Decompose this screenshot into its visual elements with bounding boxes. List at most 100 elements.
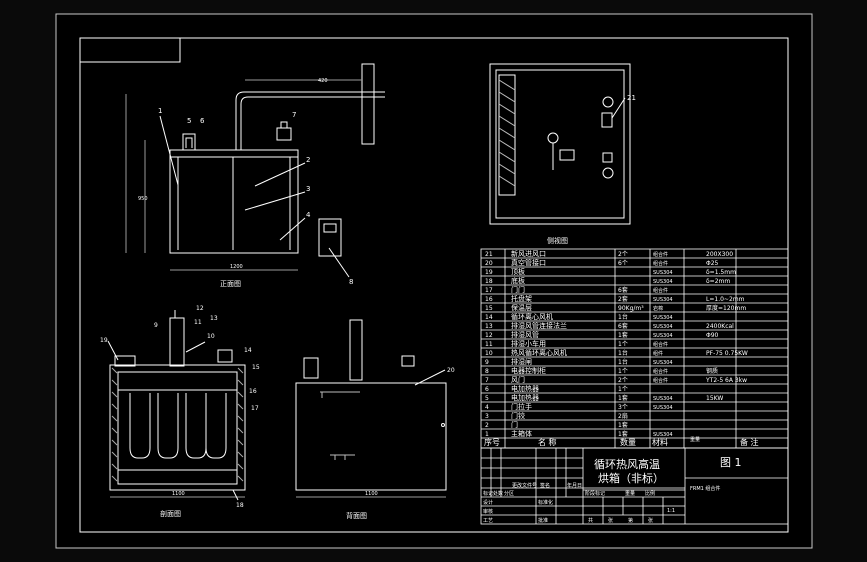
tb-label-1: 处数 <box>493 490 503 497</box>
bom-header-qty: 数量 <box>620 437 636 447</box>
bom-cell-material: 组件 <box>653 350 663 357</box>
bom-cell-name: 门拉手 <box>511 402 532 411</box>
callout-19: 19 <box>100 337 108 344</box>
bom-cell-name: 门铰 <box>511 411 525 420</box>
bom-header-note: 备 注 <box>740 437 759 447</box>
bom-cell-no: 12 <box>485 332 493 339</box>
drawing-label: 图 1 <box>720 456 742 469</box>
front-view <box>125 63 385 278</box>
tb-label-0: 标记 <box>483 490 493 497</box>
bom-cell-material: 组合件 <box>653 368 668 375</box>
bom-cell-material: 组合件 <box>653 260 668 267</box>
bom-cell-no: 5 <box>485 395 489 402</box>
bom-cell-material: SUS304 <box>653 432 673 438</box>
bom-cell-name: 新风进风口 <box>511 249 546 258</box>
callout-5: 5 <box>187 117 191 125</box>
tb-label-11: 阶段标记 <box>585 490 605 497</box>
sheet <box>55 13 813 549</box>
bom-cell-material: 组合件 <box>653 287 668 294</box>
bom-cell-no: 2 <box>485 422 489 429</box>
bom-cell-name: 排湿小车用 <box>511 339 546 348</box>
title-line-1: 循环热风高温 <box>594 457 660 471</box>
tb-label-12: 重量 <box>625 490 635 497</box>
bom-cell-no: 13 <box>485 323 493 330</box>
bom-cell-no: 4 <box>485 404 489 411</box>
callout-21: 21 <box>627 94 636 102</box>
back-view-caption: 背面图 <box>346 511 367 520</box>
callout-8: 8 <box>349 278 353 286</box>
bom-header: 序号 名 称 数量 材料 重量 备 注 <box>484 436 759 447</box>
bom-cell-material: SUS304 <box>653 297 673 303</box>
bom-cell-note: 钢质 <box>706 367 718 375</box>
bom-cell-name: 排湿风管连接法兰 <box>511 321 567 330</box>
callout-13: 13 <box>210 315 218 322</box>
callout-7: 7 <box>292 111 296 119</box>
bom-cell-no: 11 <box>485 341 493 348</box>
bom-cell-note: Φ25 <box>706 260 719 267</box>
back-view <box>295 319 447 498</box>
bom-cell-name: 电加热器 <box>511 384 539 393</box>
bom-cell-qty: 1套 <box>618 394 628 402</box>
bom-cell-material: SUS304 <box>653 396 673 402</box>
bom-cell-name: 门 <box>511 420 518 429</box>
bom-cell-material: SUS304 <box>653 333 673 339</box>
bom-cell-note: Φ90 <box>706 332 719 339</box>
bom-cell-qty: 2套 <box>618 295 628 303</box>
front-view-caption: 正面图 <box>220 280 241 288</box>
bom-cell-no: 1 <box>485 431 489 438</box>
callout-17: 17 <box>251 405 259 412</box>
callout-12: 12 <box>196 305 204 312</box>
bom-cell-no: 6 <box>485 386 489 393</box>
callout-2: 2 <box>306 156 310 164</box>
bom-cell-note: L=1.0~2mm <box>706 296 745 303</box>
bom-cell-qty: 1个 <box>618 368 628 375</box>
title-block <box>480 447 789 525</box>
bom-cell-qty: 3个 <box>618 404 628 411</box>
callout-6: 6 <box>200 117 205 125</box>
bom-cell-name: 电器控制柜 <box>511 366 546 375</box>
callout-11: 11 <box>194 319 202 326</box>
bom-cell-note: 15KW <box>706 395 723 402</box>
callout-3: 3 <box>306 185 310 193</box>
bom-cell-no: 17 <box>485 287 493 294</box>
tb-label-2: 分区 <box>504 490 514 497</box>
callout-1: 1 <box>158 107 162 115</box>
tb-label-5: 年月日 <box>567 482 582 489</box>
callout-10: 10 <box>207 333 215 340</box>
bom-cell-no: 14 <box>485 314 493 321</box>
bom-cell-name: 电加热器 <box>511 393 539 402</box>
bom-cell-no: 10 <box>485 350 493 357</box>
bom-cell-material: SUS304 <box>653 270 673 276</box>
bom-cell-note: YT2-5 6A 3kw <box>705 377 747 384</box>
tb-label-15: 张 <box>608 517 613 524</box>
title-line-2: 烘箱（非标） <box>598 471 664 485</box>
bom-cell-qty: 1个 <box>618 341 628 348</box>
tb-label-6: 设计 <box>483 499 493 506</box>
callout-4: 4 <box>306 211 311 219</box>
bom-cell-qty: 1套 <box>618 421 628 429</box>
bom-cell-material: 组合件 <box>653 377 668 384</box>
callout-18: 18 <box>236 502 244 509</box>
tb-label-8: 审核 <box>483 508 493 515</box>
bom-cell-no: 15 <box>485 305 493 312</box>
bom-cell-name: 顶板 <box>511 267 525 276</box>
callout-15: 15 <box>252 364 260 371</box>
front-dim-height: 950 <box>138 196 148 202</box>
scale-value: 1:1 <box>667 508 675 514</box>
bom-cell-no: 20 <box>485 260 493 267</box>
bom-cell-material: SUS304 <box>653 279 673 285</box>
bom-cell-qty: 1套 <box>618 331 628 339</box>
bom-cell-name: 真空管接口 <box>511 258 546 267</box>
section-dim-width: 1100 <box>172 491 185 497</box>
bom-cell-no: 3 <box>485 413 489 420</box>
bom-header-material: 材料 <box>652 437 668 447</box>
bom-cell-note: PF-75 0.75KW <box>706 350 748 357</box>
tb-label-10: 批准 <box>538 517 548 524</box>
bom-cell-qty: 2个 <box>618 251 628 258</box>
tb-label-3: 更改文件号 <box>512 482 537 489</box>
bom-cell-name: 风门 <box>511 375 525 384</box>
bom-cell-name: 托盘架 <box>511 294 532 303</box>
tb-label-7: 标准化 <box>538 499 553 506</box>
bom-cell-name: 热风循环离心风机 <box>511 348 567 357</box>
